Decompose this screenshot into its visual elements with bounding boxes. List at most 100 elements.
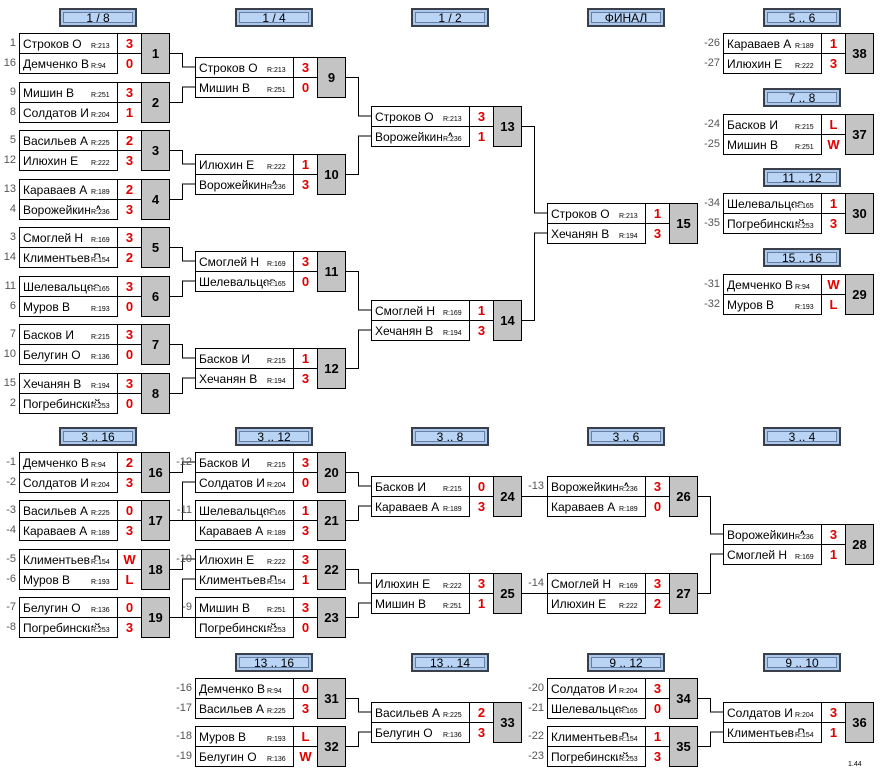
player-row[interactable]: ПогребинскийR:2530 xyxy=(196,618,317,638)
player-row[interactable]: Мишин ВR:2510 xyxy=(196,78,317,98)
match-14[interactable]: Смоглей НR:1691Хечанян ВR:194314 xyxy=(371,300,522,341)
match-18[interactable]: Климентьев ВR:154WМуров ВR:193L18 xyxy=(19,549,170,590)
player-row[interactable]: Васильев АR:2252 xyxy=(372,703,493,723)
player-row[interactable]: Белугин ОR:1363 xyxy=(372,723,493,743)
match-26[interactable]: Ворожейкин АR:2363Караваев АR:189026 xyxy=(547,476,698,517)
match-33[interactable]: Васильев АR:2252Белугин ОR:136333 xyxy=(371,702,522,743)
match-20[interactable]: Басков ИR:2153Солдатов ИR:204020 xyxy=(195,452,346,493)
match-30[interactable]: ШелевальцевR:1651ПогребинскийR:253330 xyxy=(723,193,874,234)
match-7[interactable]: Басков ИR:2153Белугин ОR:13607 xyxy=(19,324,170,365)
player-row[interactable]: Мишин ВR:2513 xyxy=(196,598,317,618)
player-row[interactable]: Климентьев ВR:154W xyxy=(20,550,141,570)
match-13[interactable]: Строков ОR:2133Ворожейкин АR:236113 xyxy=(371,106,522,147)
match-25[interactable]: Илюхин ЕR:2223Мишин ВR:251125 xyxy=(371,573,522,614)
match-36[interactable]: Солдатов ИR:2043Климентьев ВR:154136 xyxy=(723,702,874,743)
player-row[interactable]: Солдатов ИR:2040 xyxy=(196,473,317,493)
player-row[interactable]: Мишин ВR:2513 xyxy=(20,83,141,103)
player-row[interactable]: Васильев АR:2253 xyxy=(196,699,317,719)
match-24[interactable]: Басков ИR:2150Караваев АR:189324 xyxy=(371,476,522,517)
match-28[interactable]: Ворожейкин АR:2363Смоглей НR:169128 xyxy=(723,524,874,565)
player-row[interactable]: Строков ОR:2133 xyxy=(196,58,317,78)
match-31[interactable]: Демченко ВR:940Васильев АR:225331 xyxy=(195,678,346,719)
match-22[interactable]: Илюхин ЕR:2223Климентьев ВR:154122 xyxy=(195,549,346,590)
match-37[interactable]: Басков ИR:215LМишин ВR:251W37 xyxy=(723,114,874,155)
match-3[interactable]: Васильев АR:2252Илюхин ЕR:22233 xyxy=(19,130,170,171)
player-row[interactable]: Басков ИR:215L xyxy=(724,115,845,135)
match-32[interactable]: Муров ВR:193LБелугин ОR:136W32 xyxy=(195,726,346,767)
player-row[interactable]: Солдатов ИR:2043 xyxy=(724,703,845,723)
player-row[interactable]: Ворожейкин АR:2361 xyxy=(372,127,493,147)
player-row[interactable]: Хечанян ВR:1943 xyxy=(372,321,493,341)
player-row[interactable]: ПогребинскийR:2533 xyxy=(20,618,141,638)
player-row[interactable]: Смоглей НR:1691 xyxy=(372,301,493,321)
match-21[interactable]: ШелевальцевR:1651Караваев АR:189321 xyxy=(195,500,346,541)
player-row[interactable]: Демченко ВR:94W xyxy=(724,275,845,295)
match-19[interactable]: Белугин ОR:1360ПогребинскийR:253319 xyxy=(19,597,170,638)
player-row[interactable]: ШелевальцевR:1651 xyxy=(724,194,845,214)
player-row[interactable]: Илюхин ЕR:2223 xyxy=(20,151,141,171)
player-row[interactable]: ПогребинскийR:2530 xyxy=(20,394,141,414)
player-row[interactable]: Солдатов ИR:2041 xyxy=(20,103,141,123)
player-row[interactable]: Мишин ВR:2511 xyxy=(372,594,493,614)
match-4[interactable]: Караваев АR:1892Ворожейкин АR:23634 xyxy=(19,179,170,220)
player-row[interactable]: Демченко ВR:942 xyxy=(20,453,141,473)
player-row[interactable]: Климентьев ВR:1541 xyxy=(548,727,669,747)
player-row[interactable]: Строков ОR:2131 xyxy=(548,204,669,224)
player-row[interactable]: Ворожейкин АR:2363 xyxy=(724,525,845,545)
player-row[interactable]: Муров ВR:193L xyxy=(724,295,845,315)
player-row[interactable]: ШелевальцевR:1651 xyxy=(196,501,317,521)
player-row[interactable]: Климентьев ВR:1542 xyxy=(20,248,141,268)
player-row[interactable]: Ворожейкин АR:2363 xyxy=(196,175,317,195)
player-row[interactable]: Хечанян ВR:1943 xyxy=(20,374,141,394)
player-row[interactable]: Басков ИR:2151 xyxy=(196,349,317,369)
player-row[interactable]: Мишин ВR:251W xyxy=(724,135,845,155)
match-27[interactable]: Смоглей НR:1693Илюхин ЕR:222227 xyxy=(547,573,698,614)
player-row[interactable]: Басков ИR:2150 xyxy=(372,477,493,497)
player-row[interactable]: Ворожейкин АR:2363 xyxy=(548,477,669,497)
player-row[interactable]: Хечанян ВR:1943 xyxy=(196,369,317,389)
player-row[interactable]: ПогребинскийR:2533 xyxy=(548,747,669,767)
player-row[interactable]: Муров ВR:193L xyxy=(20,570,141,590)
match-29[interactable]: Демченко ВR:94WМуров ВR:193L29 xyxy=(723,274,874,315)
player-row[interactable]: Белугин ОR:1360 xyxy=(20,598,141,618)
match-1[interactable]: Строков ОR:2133Демченко ВR:9401 xyxy=(19,33,170,74)
match-10[interactable]: Илюхин ЕR:2221Ворожейкин АR:236310 xyxy=(195,154,346,195)
player-row[interactable]: Илюхин ЕR:2223 xyxy=(372,574,493,594)
player-row[interactable]: Караваев АR:1893 xyxy=(20,521,141,541)
player-row[interactable]: Илюхин ЕR:2223 xyxy=(724,54,845,74)
player-row[interactable]: Солдатов ИR:2043 xyxy=(20,473,141,493)
match-2[interactable]: Мишин ВR:2513Солдатов ИR:20412 xyxy=(19,82,170,123)
match-16[interactable]: Демченко ВR:942Солдатов ИR:204316 xyxy=(19,452,170,493)
player-row[interactable]: Строков ОR:2133 xyxy=(372,107,493,127)
player-row[interactable]: Солдатов ИR:2043 xyxy=(548,679,669,699)
player-row[interactable]: Смоглей НR:1693 xyxy=(548,574,669,594)
player-row[interactable]: Васильев АR:2250 xyxy=(20,501,141,521)
player-row[interactable]: Климентьев ВR:1541 xyxy=(196,570,317,590)
player-row[interactable]: Басков ИR:2153 xyxy=(196,453,317,473)
player-row[interactable]: Строков ОR:2133 xyxy=(20,34,141,54)
match-34[interactable]: Солдатов ИR:2043ШелевальцевR:165034 xyxy=(547,678,698,719)
player-row[interactable]: Муров ВR:1930 xyxy=(20,297,141,317)
player-row[interactable]: Караваев АR:1890 xyxy=(548,497,669,517)
player-row[interactable]: Караваев АR:1891 xyxy=(724,34,845,54)
match-11[interactable]: Смоглей НR:1693ШелевальцевR:165011 xyxy=(195,251,346,292)
player-row[interactable]: ШелевальцевR:1650 xyxy=(196,272,317,292)
match-15[interactable]: Строков ОR:2131Хечанян ВR:194315 xyxy=(547,203,698,244)
match-23[interactable]: Мишин ВR:2513ПогребинскийR:253023 xyxy=(195,597,346,638)
player-row[interactable]: Караваев АR:1893 xyxy=(196,521,317,541)
player-row[interactable]: Демченко ВR:940 xyxy=(20,54,141,74)
match-12[interactable]: Басков ИR:2151Хечанян ВR:194312 xyxy=(195,348,346,389)
player-row[interactable]: Илюхин ЕR:2223 xyxy=(196,550,317,570)
match-17[interactable]: Васильев АR:2250Караваев АR:189317 xyxy=(19,500,170,541)
match-9[interactable]: Строков ОR:2133Мишин ВR:25109 xyxy=(195,57,346,98)
player-row[interactable]: ШелевальцевR:1653 xyxy=(20,277,141,297)
player-row[interactable]: Муров ВR:193L xyxy=(196,727,317,747)
player-row[interactable]: Демченко ВR:940 xyxy=(196,679,317,699)
player-row[interactable]: Смоглей НR:1693 xyxy=(20,228,141,248)
player-row[interactable]: Басков ИR:2153 xyxy=(20,325,141,345)
player-row[interactable]: Караваев АR:1892 xyxy=(20,180,141,200)
match-6[interactable]: ШелевальцевR:1653Муров ВR:19306 xyxy=(19,276,170,317)
player-row[interactable]: Илюхин ЕR:2221 xyxy=(196,155,317,175)
player-row[interactable]: Смоглей НR:1691 xyxy=(724,545,845,565)
player-row[interactable]: Климентьев ВR:1541 xyxy=(724,723,845,743)
